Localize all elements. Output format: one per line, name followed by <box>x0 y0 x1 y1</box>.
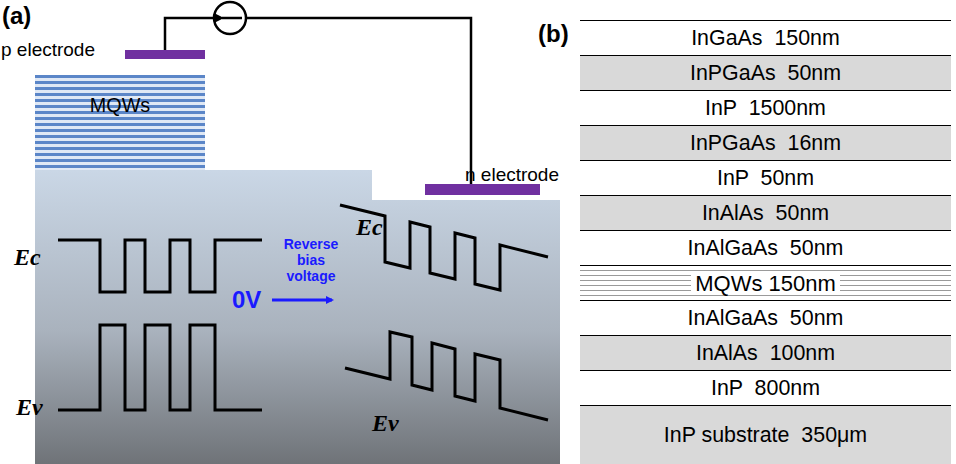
epitaxial-layer: InP substrate 350μm <box>580 405 951 464</box>
node-label: InPGaAs 16nm <box>580 126 951 161</box>
node-label: n electrode <box>465 165 559 185</box>
device-body <box>35 170 560 464</box>
epitaxial-layer: InAlAs 100nm <box>580 335 951 370</box>
epitaxial-layer: InAlGaAs 50nm <box>580 230 951 265</box>
band-label: Ev <box>16 394 43 421</box>
epitaxial-layer: InAlAs 50nm <box>580 195 951 230</box>
valence-band <box>58 325 262 410</box>
epitaxial-layer: MQWs 150nm <box>580 265 951 300</box>
voltage-label: 0V <box>232 286 261 314</box>
node-label: InGaAs 150nm <box>580 21 951 56</box>
wire <box>165 18 471 184</box>
epitaxial-layer: InGaAs 150nm <box>580 20 951 55</box>
node-label: InAlGaAs 50nm <box>580 231 951 266</box>
panel-label: (b) <box>538 20 569 48</box>
epitaxial-layer: InPGaAs 16nm <box>580 125 951 160</box>
node-label: MQWs <box>35 93 205 117</box>
p-electrode: p electrode <box>125 50 205 59</box>
source-arrow <box>222 17 242 20</box>
conduction-band <box>58 240 262 292</box>
node-label: InP 800nm <box>580 371 951 406</box>
layer-stack-frame <box>581 21 951 464</box>
valence-band-tilted <box>345 332 548 420</box>
band-label: Ec <box>14 244 41 271</box>
n-electrode: n electrode <box>425 184 540 195</box>
conduction-band-tilted <box>340 205 548 290</box>
node-label: InP 50nm <box>580 161 951 196</box>
node-label: InAlGaAs 50nm <box>580 301 951 336</box>
band-label: Ev <box>372 410 399 437</box>
node-label: InAlAs 100nm <box>580 336 951 371</box>
panel-label: (a) <box>2 2 31 30</box>
node-label: p electrode <box>1 40 95 60</box>
bias-arrow <box>272 299 332 302</box>
node-label: InAlAs 50nm <box>580 196 951 231</box>
node-label: InPGaAs 50nm <box>580 56 951 91</box>
epitaxial-layer: InPGaAs 50nm <box>580 55 951 90</box>
node-label: MQWs 150nm <box>691 272 840 295</box>
bias-label: Reverse bias voltage <box>276 236 346 284</box>
node-label: InP substrate 350μm <box>580 418 951 453</box>
band-label: Ec <box>356 214 383 241</box>
epitaxial-layer: InAlGaAs 50nm <box>580 300 951 335</box>
epitaxial-layer: InP 800nm <box>580 370 951 405</box>
epitaxial-layer: InP 1500nm <box>580 90 951 125</box>
node-label: InP 1500nm <box>580 91 951 126</box>
current-source <box>214 2 246 34</box>
epitaxial-layer: InP 50nm <box>580 160 951 195</box>
mqw-stack: MQWs <box>35 75 205 170</box>
